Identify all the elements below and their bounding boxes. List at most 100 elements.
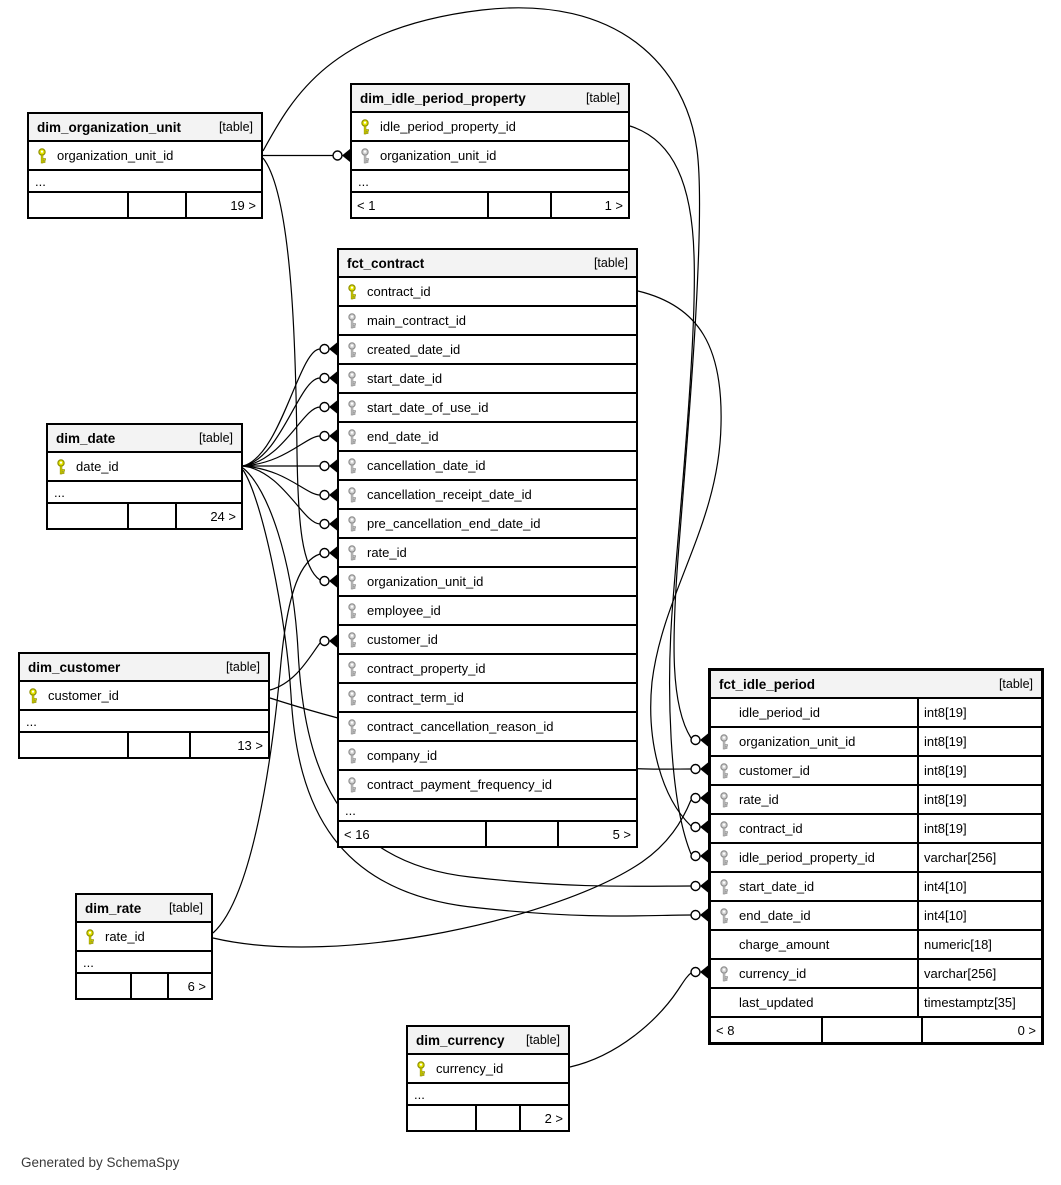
column-name: cancellation_receipt_date_id — [367, 487, 532, 502]
crow-foot-arrow — [700, 733, 708, 747]
column-row-rate_id: rate_id — [77, 923, 211, 952]
table-footer: 19 > — [29, 193, 261, 217]
table-title[interactable]: dim_idle_period_property — [360, 90, 526, 106]
relationship-line — [212, 799, 692, 948]
table-title[interactable]: dim_customer — [28, 659, 121, 675]
key-icon-slot — [345, 312, 367, 329]
key-icon-slot — [717, 849, 739, 866]
column-name: rate_id — [739, 792, 779, 807]
key-icon-slot — [345, 370, 367, 387]
table-title[interactable]: dim_rate — [85, 900, 142, 916]
table-title[interactable]: fct_idle_period — [719, 676, 816, 692]
table-dim_rate[interactable]: dim_rate[table]rate_id...6 > — [75, 893, 213, 1000]
column-name: organization_unit_id — [57, 148, 174, 163]
more-columns-row: ... — [77, 952, 211, 974]
column-name: start_date_id — [367, 371, 443, 386]
foreign-key-icon — [348, 544, 356, 560]
zero-or-one-circle — [319, 460, 330, 472]
crow-foot-arrow — [329, 517, 337, 531]
foreign-key-icon — [720, 791, 728, 807]
foreign-key-icon — [348, 602, 356, 618]
table-header: dim_currency[table] — [408, 1027, 568, 1055]
relationship-line — [242, 406, 321, 467]
children-count-cell: 0 > — [921, 1018, 1041, 1042]
parents-count-cell — [29, 193, 127, 217]
column-type: int8[19] — [917, 699, 1041, 726]
key-icon-slot — [345, 428, 367, 445]
parents-count-cell — [20, 733, 127, 757]
table-dim_date[interactable]: dim_date[table]date_id...24 > — [46, 423, 243, 530]
zero-or-one-circle — [332, 150, 343, 161]
foreign-key-icon — [348, 399, 356, 415]
foreign-key-icon — [720, 965, 728, 981]
column-name: start_date_of_use_id — [367, 400, 489, 415]
column-row-end_date_id: end_date_id — [339, 423, 636, 452]
relationship-line — [242, 435, 321, 467]
table-dim_organization_unit[interactable]: dim_organization_unit[table]organization… — [27, 112, 263, 219]
relationship-line — [262, 7, 701, 739]
column-row-contract_payment_frequency_id: contract_payment_frequency_id — [339, 771, 636, 800]
foreign-key-icon — [348, 718, 356, 734]
column-row-currency_id: currency_id — [408, 1055, 568, 1084]
table-fct_idle_period[interactable]: fct_idle_period [table] idle_period_id int8… — [708, 668, 1044, 1045]
column-name: date_id — [76, 459, 119, 474]
children-count-cell: 13 > — [189, 733, 268, 757]
table-title[interactable]: dim_organization_unit — [37, 119, 182, 135]
column-row-contract_property_id: contract_property_id — [339, 655, 636, 684]
column-row-company_id: company_id — [339, 742, 636, 771]
footer-spacer-cell — [130, 974, 167, 998]
primary-key-icon — [38, 147, 46, 163]
key-icon-slot — [345, 515, 367, 532]
column-row-contract_cancellation_reason_id: contract_cancellation_reason_id — [339, 713, 636, 742]
relationship-line — [212, 553, 321, 934]
table-type-badge: [table] — [198, 431, 233, 445]
foreign-key-icon — [361, 147, 369, 163]
column-type: int4[10] — [917, 902, 1041, 929]
table-title[interactable]: dim_currency — [416, 1032, 505, 1048]
table-type-badge: [table] — [998, 677, 1033, 691]
column-name: employee_id — [367, 603, 441, 618]
column-name: idle_period_id — [739, 705, 820, 720]
table-dim_idle_period_property[interactable]: dim_idle_period_property[table]idle_peri… — [350, 83, 630, 219]
column-row-employee_id: employee_id — [339, 597, 636, 626]
column-type: varchar[256] — [917, 960, 1041, 987]
column-name: organization_unit_id — [739, 734, 856, 749]
primary-key-icon — [29, 687, 37, 703]
column-row-main_contract_id: main_contract_id — [339, 307, 636, 336]
key-icon-slot — [717, 965, 739, 982]
table-title[interactable]: fct_contract — [347, 255, 425, 271]
table-footer: 6 > — [77, 974, 211, 998]
zero-or-one-circle — [319, 518, 330, 530]
relationship-line — [242, 465, 321, 496]
column-name: cancellation_date_id — [367, 458, 486, 473]
footer-spacer-cell — [821, 1018, 921, 1042]
zero-or-one-circle — [690, 880, 701, 892]
key-icon-slot — [717, 791, 739, 808]
crow-foot-arrow — [329, 574, 337, 588]
zero-or-one-circle — [319, 372, 330, 384]
column-name: currency_id — [436, 1061, 504, 1076]
parents-count-cell — [77, 974, 130, 998]
table-type-badge: [table] — [585, 91, 620, 105]
column-name: contract_payment_frequency_id — [367, 777, 553, 792]
key-icon-slot — [83, 928, 105, 945]
table-dim_customer[interactable]: dim_customer[table]customer_id...13 > — [18, 652, 270, 759]
crow-foot-arrow — [329, 371, 337, 385]
key-icon-slot — [414, 1060, 436, 1077]
footer-spacer-cell — [127, 733, 189, 757]
crow-foot-arrow — [700, 791, 708, 805]
table-title[interactable]: dim_date — [56, 430, 116, 446]
column-row-contract_id: contract_id — [339, 278, 636, 307]
column-row-contract_term_id: contract_term_id — [339, 684, 636, 713]
crow-foot-arrow — [329, 459, 337, 473]
more-columns-row: ... — [20, 711, 268, 733]
table-dim_currency[interactable]: dim_currency[table]currency_id...2 > — [406, 1025, 570, 1132]
more-columns-row: ... — [29, 171, 261, 193]
zero-or-one-circle — [690, 850, 701, 862]
zero-or-one-circle — [690, 792, 701, 804]
